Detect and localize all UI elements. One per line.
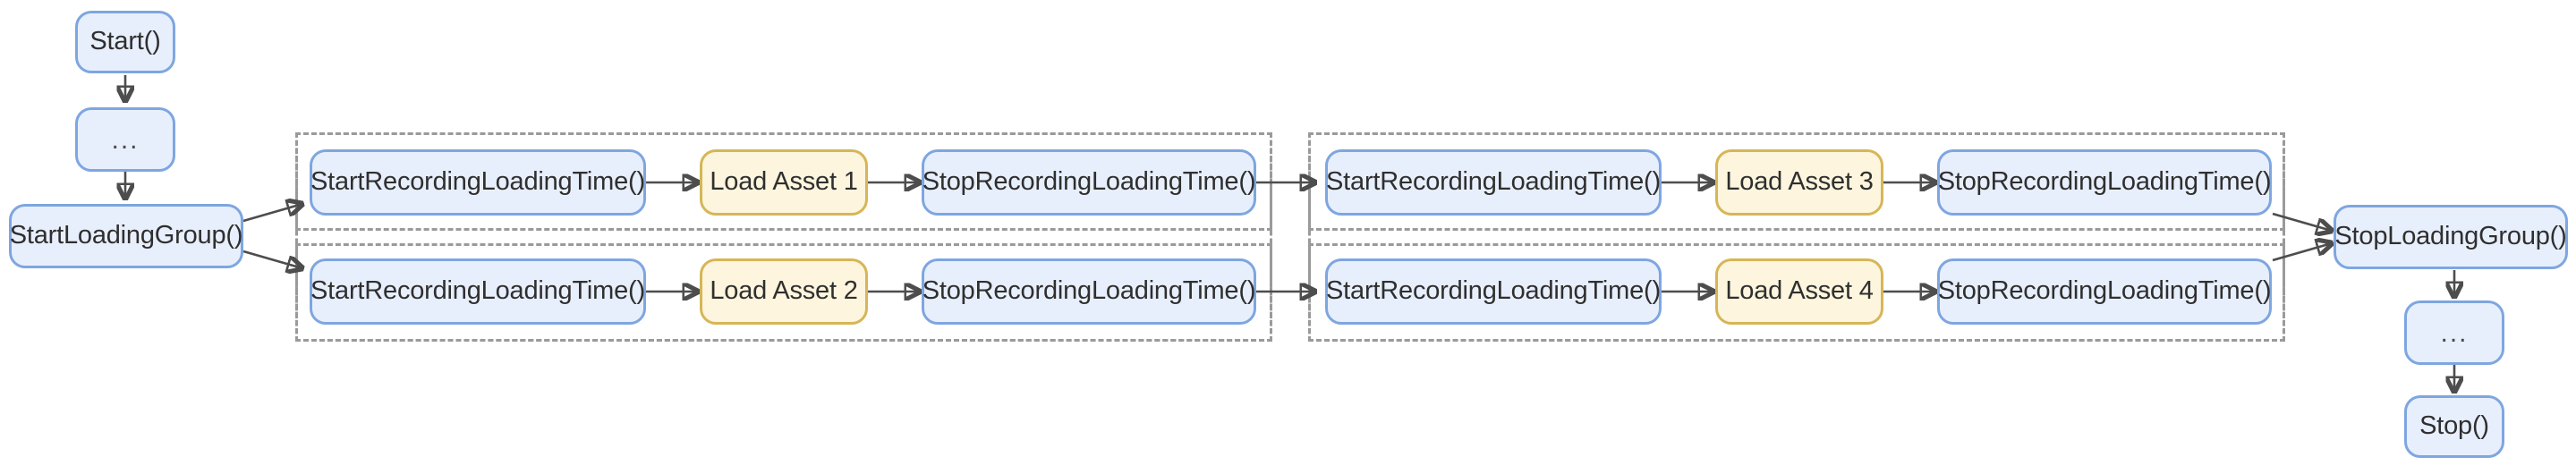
node-g1r1-stop-recording-label: StopRecordingLoadingTime() xyxy=(922,167,1256,197)
node-start-loading-group-label: StartLoadingGroup() xyxy=(9,221,243,250)
edge-startgroup-to-g1r1 xyxy=(242,204,302,223)
node-g2r2-start-recording-label: StartRecordingLoadingTime() xyxy=(1326,276,1661,306)
node-g2r2-start-recording[interactable]: StartRecordingLoadingTime() xyxy=(1325,258,1662,325)
node-g1r2-start-recording[interactable]: StartRecordingLoadingTime() xyxy=(310,258,646,325)
node-stop-label: Stop() xyxy=(2419,411,2489,441)
edge-g2r2-to-stopgroup xyxy=(2272,243,2332,262)
node-g1r2-stop-recording-label: StopRecordingLoadingTime() xyxy=(922,276,1256,306)
node-pre-ellipsis-label: ... xyxy=(111,124,140,155)
node-g2r2-load-asset-label: Load Asset 4 xyxy=(1725,276,1874,306)
node-g1r2-load-asset[interactable]: Load Asset 2 xyxy=(700,258,868,325)
node-stop[interactable]: Stop() xyxy=(2404,395,2504,458)
node-g1r2-stop-recording[interactable]: StopRecordingLoadingTime() xyxy=(922,258,1256,325)
node-g1r2-start-recording-label: StartRecordingLoadingTime() xyxy=(310,276,645,306)
edge-g2r1-to-stopgroup xyxy=(2272,212,2332,231)
node-g2r1-start-recording-label: StartRecordingLoadingTime() xyxy=(1326,167,1661,197)
node-g2r1-start-recording[interactable]: StartRecordingLoadingTime() xyxy=(1325,149,1662,216)
node-post-ellipsis[interactable]: ... xyxy=(2404,300,2504,365)
edge-startgroup-to-g1r2 xyxy=(242,250,302,268)
node-g2r1-stop-recording[interactable]: StopRecordingLoadingTime() xyxy=(1937,149,2272,216)
node-pre-ellipsis[interactable]: ... xyxy=(75,107,175,172)
node-start-loading-group[interactable]: StartLoadingGroup() xyxy=(9,204,243,268)
node-g2r2-load-asset[interactable]: Load Asset 4 xyxy=(1715,258,1883,325)
node-g2r1-stop-recording-label: StopRecordingLoadingTime() xyxy=(1937,167,2272,197)
node-g2r1-load-asset-label: Load Asset 3 xyxy=(1725,167,1874,197)
node-stop-loading-group[interactable]: StopLoadingGroup() xyxy=(2334,205,2568,269)
node-g2r2-stop-recording-label: StopRecordingLoadingTime() xyxy=(1937,276,2272,306)
node-g2r1-load-asset[interactable]: Load Asset 3 xyxy=(1715,149,1883,216)
node-g1r1-stop-recording[interactable]: StopRecordingLoadingTime() xyxy=(922,149,1256,216)
node-g1r1-load-asset-label: Load Asset 1 xyxy=(710,167,858,197)
node-stop-loading-group-label: StopLoadingGroup() xyxy=(2334,222,2567,251)
node-g1r1-load-asset[interactable]: Load Asset 1 xyxy=(700,149,868,216)
node-g1r1-start-recording[interactable]: StartRecordingLoadingTime() xyxy=(310,149,646,216)
node-post-ellipsis-label: ... xyxy=(2440,317,2469,348)
node-start[interactable]: Start() xyxy=(75,11,175,73)
node-g2r2-stop-recording[interactable]: StopRecordingLoadingTime() xyxy=(1937,258,2272,325)
node-g1r2-load-asset-label: Load Asset 2 xyxy=(710,276,858,306)
node-g1r1-start-recording-label: StartRecordingLoadingTime() xyxy=(310,167,645,197)
node-start-label: Start() xyxy=(89,27,161,56)
